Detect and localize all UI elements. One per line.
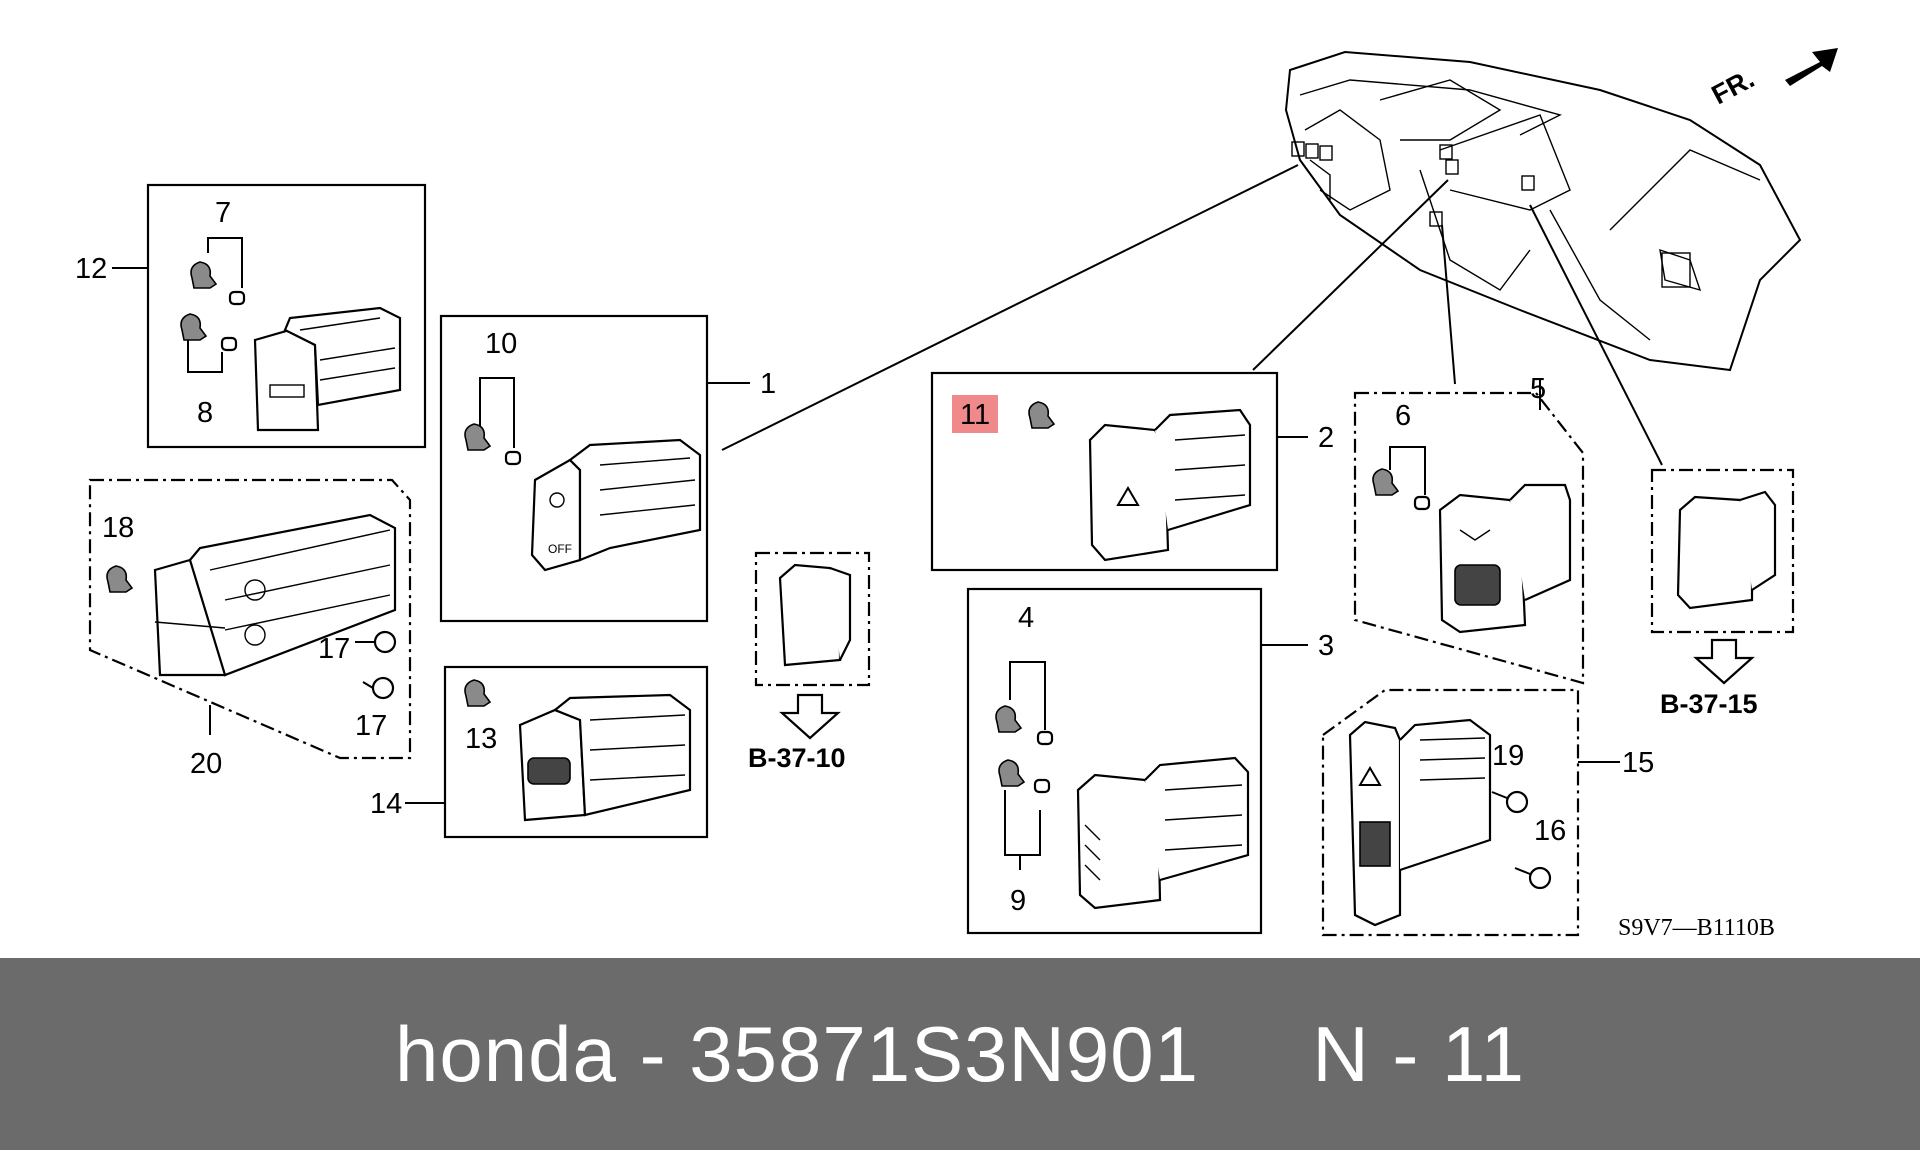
- callout-18: 18: [102, 512, 134, 544]
- callout-9: 9: [1010, 885, 1026, 917]
- callout-4: 4: [1018, 602, 1034, 634]
- bulb-icon: [190, 261, 246, 306]
- bulb-icon: [106, 565, 134, 593]
- ref-b-37-15: B-37-15: [1660, 689, 1758, 719]
- callout-1: 1: [760, 368, 776, 400]
- dashboard-overview: [1284, 50, 1802, 372]
- hazard-switch-icon: [1088, 408, 1252, 562]
- callout-12: 12: [75, 253, 107, 285]
- front-direction-indicator: FR.: [1707, 48, 1838, 110]
- svg-text:OFF: OFF: [548, 542, 572, 556]
- front-arrow-icon: [1785, 48, 1838, 86]
- dual-switch-icon: [153, 513, 397, 677]
- rear-defroster-switch-icon: [1076, 756, 1250, 910]
- front-label: FR.: [1707, 63, 1759, 110]
- blank-cover-icon: [778, 563, 852, 667]
- bulb-icon: [180, 313, 238, 352]
- bulb-icon: [464, 679, 492, 707]
- b-37-10-box: B-37-10: [748, 551, 871, 773]
- bulb-icon: [998, 759, 1051, 794]
- group-5-box: 5 6: [1353, 373, 1585, 685]
- screw-icon: [362, 676, 395, 700]
- callout-19: 19: [1492, 740, 1524, 772]
- callout-20: 20: [190, 748, 222, 780]
- callout-13: 13: [465, 723, 497, 755]
- group-1-box: 1 10 OFF: [439, 314, 776, 623]
- callout-6: 6: [1395, 400, 1411, 432]
- callout-17-lower: 17: [355, 710, 387, 742]
- callout-5: 5: [1530, 373, 1546, 405]
- screw-icon: [1514, 866, 1552, 890]
- screw-icon: [1491, 790, 1529, 814]
- callout-2: 2: [1318, 422, 1334, 454]
- b-37-15-box: B-37-15: [1650, 468, 1795, 719]
- part-caption: honda - 35871S3N901 N - 11: [395, 1009, 1525, 1098]
- callout-16: 16: [1534, 815, 1566, 847]
- ref-b-37-10: B-37-10: [748, 743, 846, 773]
- group-15-box: 15 19 16: [1321, 688, 1654, 937]
- group-20-box: 20 18 17 17: [88, 478, 412, 780]
- blank-cover-icon: [1676, 490, 1777, 610]
- dashboard-leader-lines: [721, 164, 1663, 466]
- bulb-icon: [1028, 401, 1056, 429]
- screw-icon: [355, 630, 397, 654]
- bulb-icon: [464, 423, 522, 466]
- callout-14: 14: [370, 788, 402, 820]
- rocker-switch-icon: [518, 693, 692, 822]
- callout-11: 11: [960, 399, 990, 431]
- callout-10: 10: [485, 328, 517, 360]
- group-14-box: 14 13: [370, 665, 709, 839]
- callout-7: 7: [215, 197, 231, 229]
- callout-15: 15: [1622, 747, 1654, 779]
- caption-bar: honda - 35871S3N901 N - 11: [0, 958, 1920, 1150]
- bulb-icon: [1372, 468, 1431, 511]
- group-2-box: 2 11: [930, 371, 1334, 572]
- hazard-switch-assembly-icon: [1348, 718, 1492, 927]
- callout-3: 3: [1318, 630, 1334, 662]
- drawing-code: S9V7—B1110B: [1618, 915, 1775, 941]
- callout-11-highlight: [952, 395, 998, 433]
- group-3-box: 3 4 9: [966, 587, 1334, 935]
- group-12-box: 12 7 8: [75, 183, 427, 449]
- dimmer-switch-icon: [1438, 483, 1572, 634]
- cruise-switch-icon: [253, 306, 402, 432]
- callout-8: 8: [197, 397, 213, 429]
- bulb-icon: [995, 705, 1054, 746]
- fog-light-switch-icon: OFF: [530, 438, 702, 572]
- parts-diagram: FR. 12 7 8 1 10: [75, 48, 1838, 941]
